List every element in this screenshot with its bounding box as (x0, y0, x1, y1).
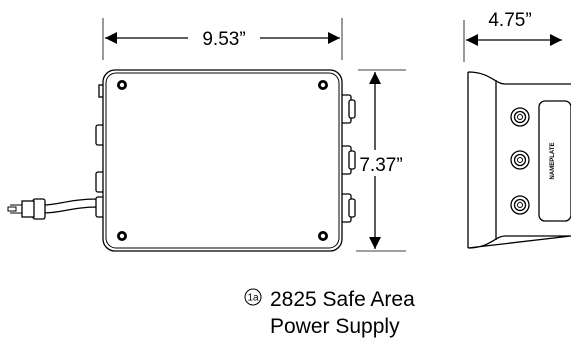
side-connector-2 (510, 150, 530, 170)
cord-upper (43, 198, 99, 206)
screw-top-right (318, 80, 328, 90)
side-view: NAMEPLATE (467, 71, 571, 249)
side-connector-3 (510, 195, 530, 215)
depth-label: 4.75” (488, 10, 531, 31)
enclosure-outline (102, 69, 343, 252)
plug-collar (32, 198, 46, 220)
power-plug (7, 198, 99, 220)
callout-line-1: 2825 Safe Area (270, 288, 415, 311)
front-view (7, 69, 356, 252)
height-label: 7.37” (359, 155, 402, 176)
cord-lower (43, 206, 99, 214)
nameplate-outline (538, 100, 571, 222)
height-dimension: 7.37” (356, 69, 406, 252)
corner-screws (117, 80, 328, 241)
screw-bottom-right (318, 231, 328, 241)
right-glands (340, 94, 356, 223)
width-dimension: 9.53” (102, 18, 343, 60)
enclosure-lid-edge (105, 72, 340, 249)
side-connectors (510, 107, 530, 215)
right-gland-1-cap (348, 99, 356, 119)
nameplate-label: NAMEPLATE (550, 143, 556, 180)
side-connector-1 (510, 107, 530, 127)
product-callout: 1a 2825 Safe Area Power Supply (244, 288, 415, 338)
callout-marker-circle (244, 288, 262, 306)
plug-body (21, 200, 35, 218)
right-gland-2-cap (348, 150, 356, 170)
width-label: 9.53” (202, 29, 245, 50)
side-body-outline (467, 71, 571, 249)
callout-marker: 1a (247, 293, 259, 304)
screw-bottom-left (117, 231, 127, 241)
screw-top-left (117, 80, 127, 90)
right-gland-3-cap (348, 198, 356, 218)
plug-ground-pin (7, 206, 17, 212)
depth-dimension: 4.75” (463, 10, 562, 62)
left-glands (95, 84, 105, 218)
callout-line-2: Power Supply (270, 315, 400, 338)
